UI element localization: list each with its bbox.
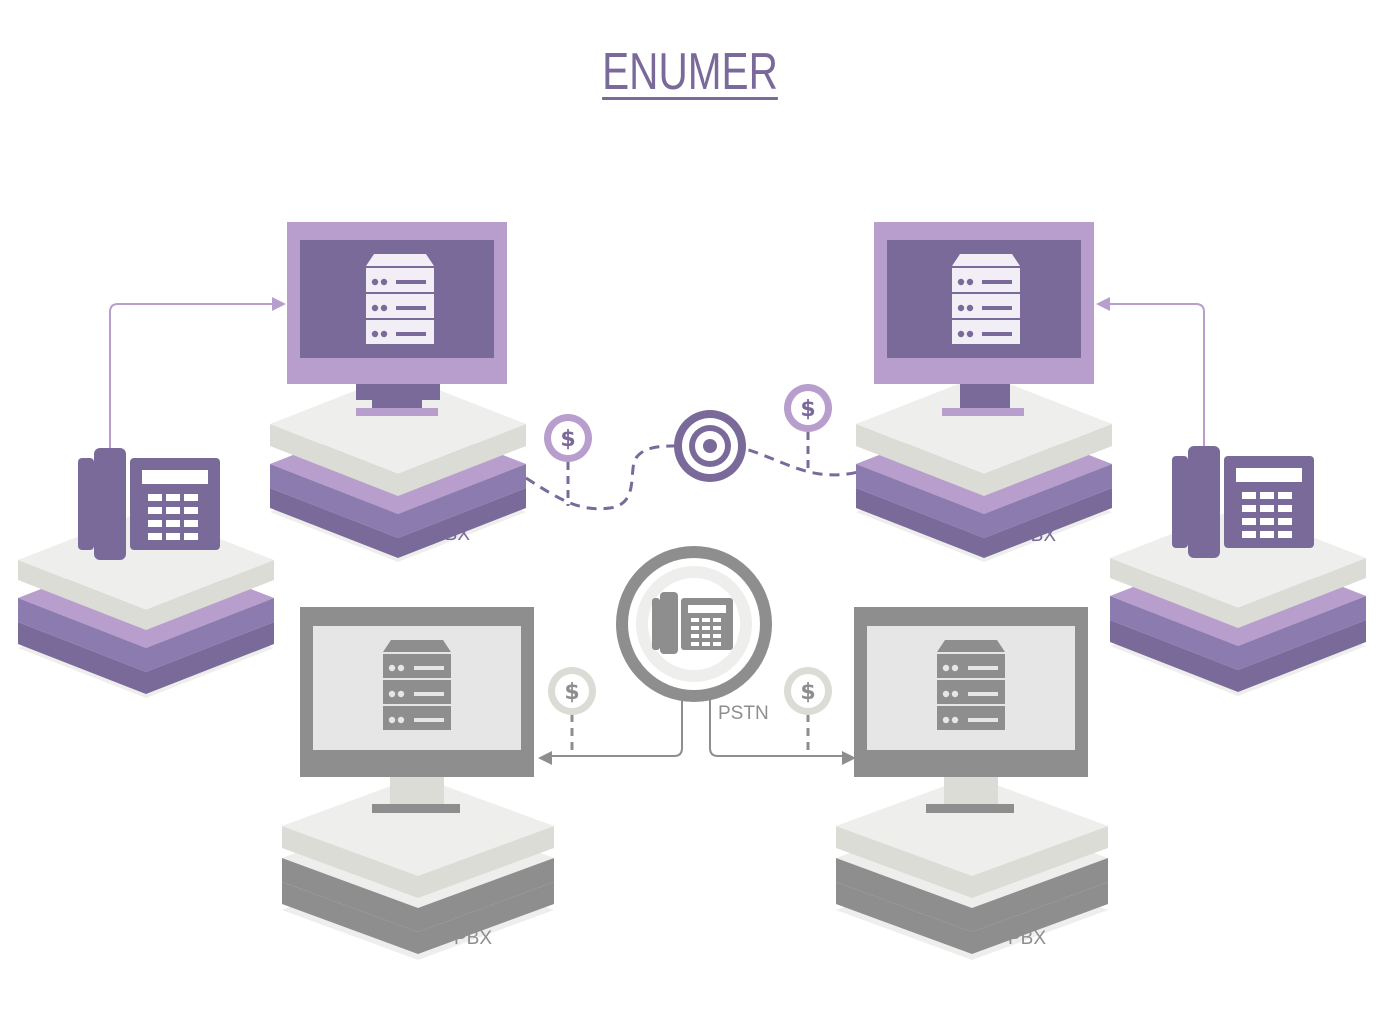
cost-coin-top-right: $ <box>784 384 832 432</box>
diagram-title-text: ENUMER <box>602 43 778 101</box>
cost-symbol: $ <box>560 427 575 452</box>
diagram-title: ENUMER <box>152 46 1228 98</box>
desk-phone-right-icon <box>1172 446 1314 558</box>
pbx-top-right <box>856 374 1112 562</box>
monitor-bottom-right <box>854 607 1088 813</box>
monitor-bottom-left <box>300 607 534 813</box>
enum-hub-icon <box>674 410 746 482</box>
pstn-phone-icon <box>652 592 733 654</box>
right-phone-link <box>1104 303 1205 448</box>
pstn-hub <box>616 546 772 702</box>
pstn-left-arrowhead <box>538 751 552 765</box>
right-link-arrowhead <box>1096 297 1110 311</box>
monitor-top-right <box>874 222 1094 416</box>
cost-symbol: $ <box>564 680 579 705</box>
cost-symbol: $ <box>800 397 815 422</box>
pbx-bottom-left <box>282 776 554 960</box>
pbx-label-bottom-right: PBX <box>1008 928 1046 949</box>
pbx-bottom-right <box>836 776 1108 960</box>
left-link-arrowhead <box>272 297 286 311</box>
enum-dashed-route <box>525 444 859 511</box>
monitor-top-left <box>287 222 507 416</box>
pbx-label-bottom-left: PBX <box>454 928 492 949</box>
cost-coin-bottom-right: $ <box>784 667 832 715</box>
pstn-links <box>548 700 842 757</box>
pstn-label: PSTN <box>718 703 769 724</box>
cost-coin-top-left: $ <box>544 414 592 462</box>
left-phone-link <box>109 303 278 448</box>
pbx-label-top-left: PBX <box>432 524 470 545</box>
cost-coin-bottom-left: $ <box>548 667 596 715</box>
pbx-label-top-right: PBX <box>1018 525 1056 546</box>
desk-phone-left-icon <box>78 448 220 560</box>
pstn-right-arrowhead <box>842 751 856 765</box>
pbx-top-left <box>270 374 526 562</box>
cost-symbol: $ <box>800 680 815 705</box>
